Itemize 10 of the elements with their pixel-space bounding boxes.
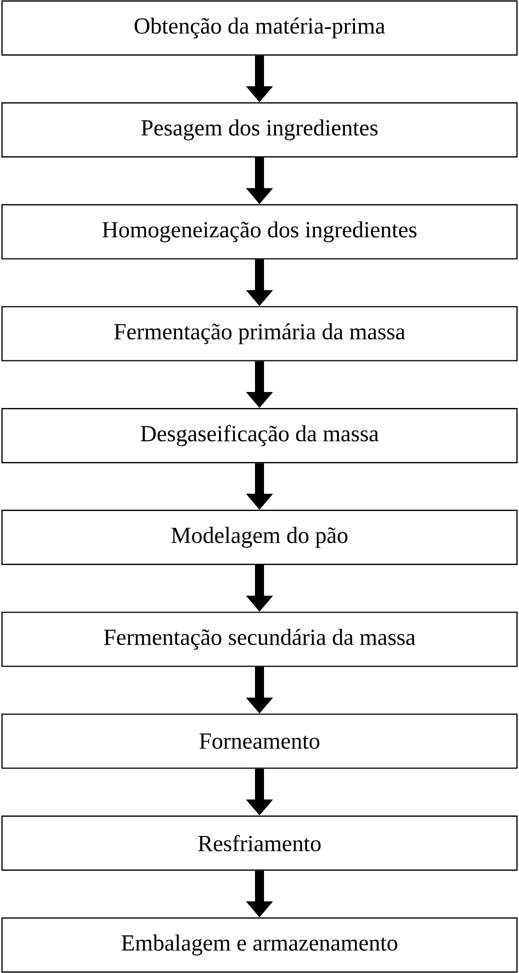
- process-box: Pesagem dos ingredientes: [1, 102, 518, 158]
- process-box: Resfriamento: [1, 816, 518, 871]
- process-box: Desgaseificação da massa: [1, 408, 518, 464]
- process-box: Embalagem e armazenamento: [1, 917, 518, 973]
- process-box: Obtenção da matéria-prima: [1, 0, 518, 56]
- process-box: Forneamento: [1, 714, 518, 769]
- process-box: Modelagem do pão: [1, 510, 518, 565]
- process-box: Fermentação primária da massa: [1, 306, 518, 362]
- process-box: Homogeneização dos ingredientes: [1, 204, 518, 260]
- process-box: Fermentação secundária da massa: [1, 612, 518, 667]
